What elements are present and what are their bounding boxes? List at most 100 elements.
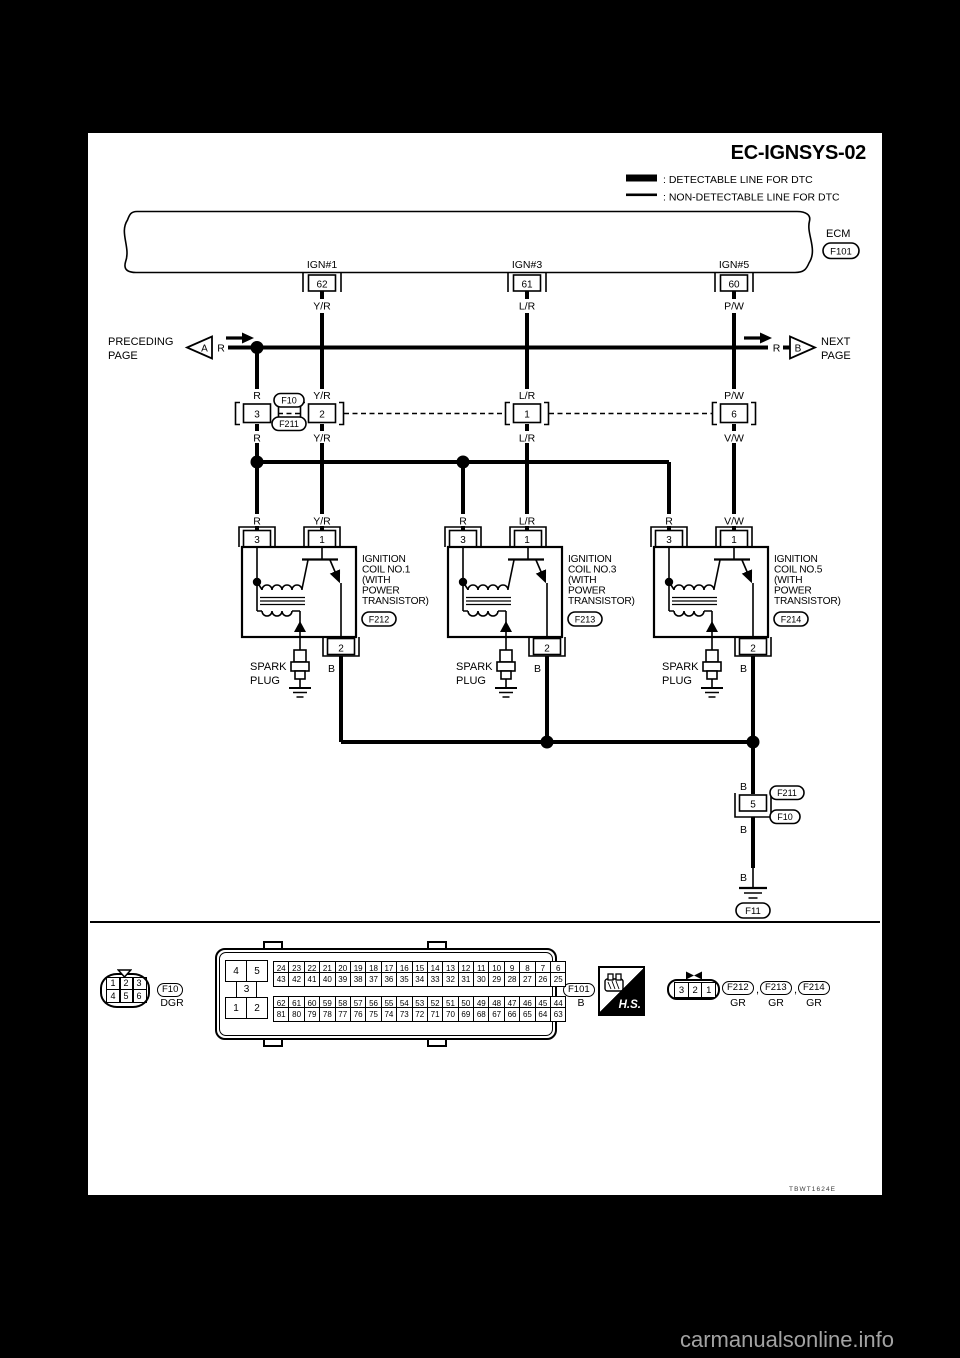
connector-id: F10	[777, 812, 793, 822]
wire-color-label: R	[253, 516, 261, 528]
inline-connector-pins: 3 2 1 6	[234, 401, 757, 426]
spark-plug-label: PLUG	[662, 675, 692, 687]
connector-id-oval	[773, 611, 809, 627]
coil-pin: 2	[750, 644, 756, 655]
wire-color-label: Y/R	[313, 390, 331, 402]
wire-color-label: R	[773, 343, 781, 355]
coil-pin: 3	[460, 535, 466, 546]
pin-cell: 32	[442, 972, 459, 987]
pin-cell: 4	[105, 989, 121, 1003]
connector-id: F214	[781, 615, 802, 625]
coil-name: POWER	[568, 586, 606, 597]
pin-cell: 43	[273, 972, 290, 987]
wire-color-label: B	[740, 872, 747, 884]
wire-color-label: V/W	[724, 433, 744, 445]
pin-cell: 1	[701, 982, 717, 998]
pin-cell: 80	[288, 1007, 305, 1022]
connector-pin: 1	[524, 410, 530, 421]
connector-pin: 2	[319, 410, 325, 421]
spark-plug-label: SPARK	[250, 661, 287, 673]
wire-color-label: R	[253, 390, 261, 402]
ignition-coil-3-labels: 3 1 2 B SPARK PLUG IGNITION COIL NO.3 (W…	[456, 535, 635, 687]
pin-cell: 31	[457, 972, 475, 987]
connector-color: GR	[806, 997, 822, 1009]
connector-color: GR	[730, 997, 746, 1009]
spark-plug-label: SPARK	[456, 661, 493, 673]
spark-plug-label: SPARK	[662, 661, 699, 673]
pin-cell: 29	[488, 972, 505, 987]
pin-cell: 33	[426, 972, 444, 987]
pin-cell: 34	[411, 972, 428, 987]
coil-name: POWER	[362, 586, 400, 597]
legend-thick-line	[626, 174, 657, 182]
pin-cell: 38	[349, 972, 367, 987]
pin-cell: 64	[534, 1007, 552, 1022]
flow-arrow-icon	[760, 332, 772, 344]
coil-name: COIL NO.5	[774, 565, 823, 576]
coil-pin: 1	[319, 535, 325, 546]
pin-cell: 30	[473, 972, 490, 987]
ecm-connector-id-oval	[822, 242, 860, 260]
wire-color-label: B	[328, 663, 335, 675]
inline-connector-row: R Y/R L/R P/W 3 2 1 6 F10 F211 R Y/R L/R…	[234, 390, 757, 445]
pin-cell: 36	[380, 972, 398, 987]
pin-cell: 27	[519, 972, 536, 987]
coil-pin: 1	[524, 535, 530, 546]
ecm-key-cell: 4	[225, 960, 247, 982]
pin-cell: 67	[488, 1007, 505, 1022]
connector-id: F10	[162, 984, 179, 995]
terminal-pin: 60	[728, 280, 740, 291]
wire-color-label: B	[740, 824, 747, 836]
preceding-page-label: PRECEDING	[108, 336, 173, 348]
pin-cell: 75	[365, 1007, 382, 1022]
wire-color-label: B	[740, 781, 747, 793]
spark-plug-label: PLUG	[250, 675, 280, 687]
page-ref-letter: A	[201, 344, 208, 355]
connector-id-oval: F10	[157, 983, 184, 997]
pin-cell: 37	[365, 972, 382, 987]
connector-id: F212	[727, 982, 749, 993]
terminal-signal: IGN#5	[719, 259, 750, 271]
pin-cell: 74	[380, 1007, 398, 1022]
connector-id-oval	[361, 611, 397, 627]
wire-color-label: B	[534, 663, 541, 675]
connector-notch-icon	[685, 971, 702, 980]
connector-color: B	[577, 997, 585, 1009]
ecm-key-cell: 3	[236, 981, 257, 998]
pin-cell: 5	[118, 989, 134, 1003]
pin-cell: 79	[303, 1007, 321, 1022]
pin-cell: 41	[303, 972, 321, 987]
coil-name: (WITH	[774, 575, 802, 586]
connector-color: DGR	[160, 997, 184, 1009]
ecm-block	[123, 210, 814, 274]
connector-id: F211	[279, 419, 299, 429]
page-title: EC-IGNSYS-02	[731, 142, 867, 164]
ignition-coil-5-labels: 3 1 2 B SPARK PLUG IGNITION COIL NO.5 (W…	[662, 535, 841, 687]
hs-view-icon: H.S.	[598, 966, 645, 1016]
diagram-reference-code: TBWT1624E	[789, 1186, 837, 1193]
ecm-terminals: IGN#1 IGN#3 IGN#5 62 61 60 Y/R L/R P/W	[302, 259, 754, 313]
page-ref-letter: B	[795, 344, 802, 355]
pin-cell: 3	[674, 982, 689, 998]
ecm-connector-tab	[263, 1038, 283, 1047]
wire-color-label: L/R	[519, 390, 536, 402]
ignition-coil-1-labels: 3 1 2 B SPARK PLUG IGNITION COIL NO.1 (W…	[250, 535, 429, 687]
separator-comma: ,	[756, 984, 760, 996]
ecm-connector-tab	[263, 941, 283, 950]
pin-cell: 65	[519, 1007, 536, 1022]
coil-pin: 1	[731, 535, 737, 546]
connector-id: F11	[745, 906, 761, 917]
coil-name: TRANSISTOR)	[774, 596, 841, 607]
coil-name: TRANSISTOR)	[362, 596, 429, 607]
connector-id-oval	[273, 392, 305, 408]
connector-id-oval	[769, 809, 801, 825]
pin-cell: 28	[503, 972, 521, 987]
pin-cell: 25	[550, 972, 567, 987]
pin-cell: 39	[334, 972, 351, 987]
coil-name: IGNITION	[362, 554, 406, 565]
ecm-key-cell: 1	[225, 997, 247, 1019]
